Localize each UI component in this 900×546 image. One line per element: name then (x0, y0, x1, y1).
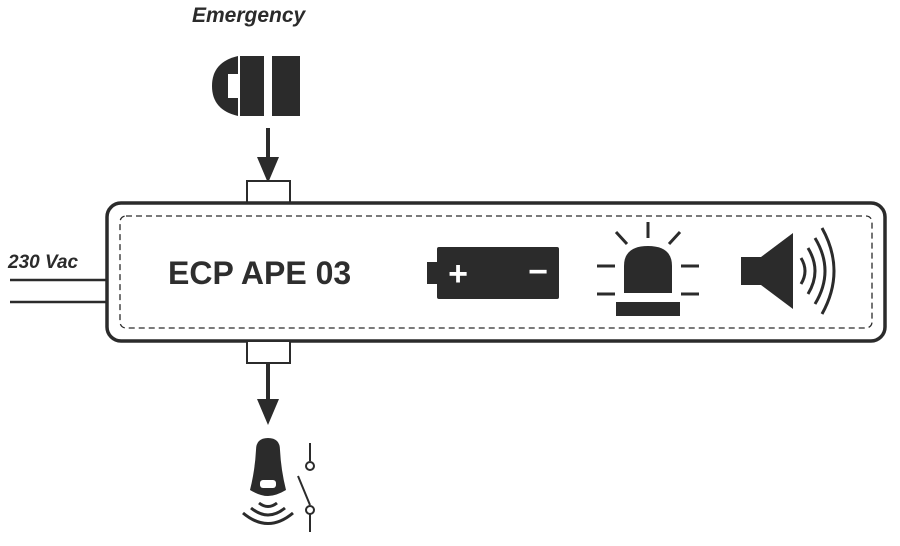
emergency-button-icon (212, 56, 300, 116)
mains-wires (10, 278, 108, 304)
voltage-label: 230 Vac (8, 252, 79, 273)
battery-icon: + − (427, 247, 559, 299)
battery-minus: − (528, 253, 548, 291)
wireless-bell-switch-icon (242, 438, 315, 532)
battery-plus: + (448, 255, 468, 293)
device-model-label: ECP APE 03 (168, 255, 352, 291)
bottom-connector (246, 340, 291, 364)
emergency-label: Emergency (192, 4, 306, 27)
top-connector (246, 180, 291, 204)
device-inner-border (119, 215, 873, 329)
beacon-light-icon (597, 222, 699, 316)
input-arrow (257, 128, 279, 183)
output-arrow (257, 363, 279, 425)
speaker-icon (741, 227, 836, 315)
